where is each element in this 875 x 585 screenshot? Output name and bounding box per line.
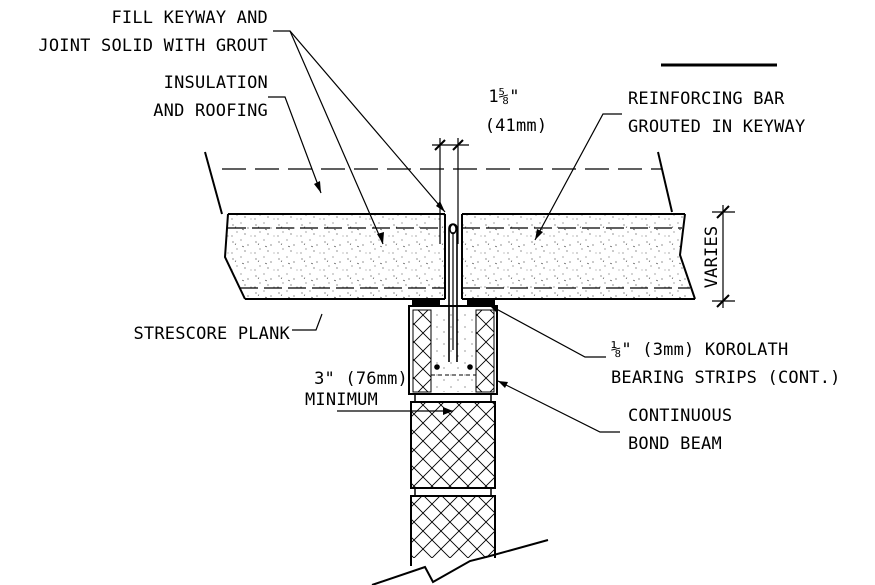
leader-lines: [268, 30, 622, 433]
joint-width-dimension: [432, 138, 469, 244]
label-korolath-line1: ⅛" (3mm) KOROLATH: [611, 340, 788, 360]
roofing-layer: [204, 151, 673, 215]
label-bearing-line1: 3" (76mm): [314, 369, 408, 389]
label-bond-beam-line2: BOND BEAM: [628, 434, 722, 454]
varies-dimension: [712, 205, 735, 308]
masonry-wall: [400, 393, 510, 585]
label-rebar-line1: REINFORCING BAR: [628, 89, 785, 109]
label-bearing-line2: MINIMUM: [305, 390, 378, 410]
bearing-strip-right: [467, 299, 495, 306]
label-joint-width-imperial: 1⅝": [488, 87, 519, 107]
label-bond-beam-line1: CONTINUOUS: [628, 406, 732, 426]
label-fill-keyway-line1: FILL KEYWAY AND: [111, 8, 268, 28]
label-insulation-line2: AND ROOFING: [153, 101, 268, 121]
label-varies: VARIES: [702, 226, 722, 289]
strescore-plank-left: [223, 213, 446, 300]
label-korolath-line2: BEARING STRIPS (CONT.): [611, 368, 841, 388]
label-joint-width-metric: (41mm): [485, 116, 548, 136]
break-line: [371, 539, 549, 585]
label-insulation-line1: INSULATION: [164, 73, 268, 93]
label-strescore-plank: STRESCORE PLANK: [133, 324, 290, 344]
label-rebar-line2: GROUTED IN KEYWAY: [628, 117, 805, 137]
label-fill-keyway-line2: JOINT SOLID WITH GROUT: [38, 36, 268, 56]
strescore-plank-right: [461, 213, 696, 300]
bearing-strip-left: [412, 299, 440, 306]
bond-beam: [408, 305, 498, 395]
